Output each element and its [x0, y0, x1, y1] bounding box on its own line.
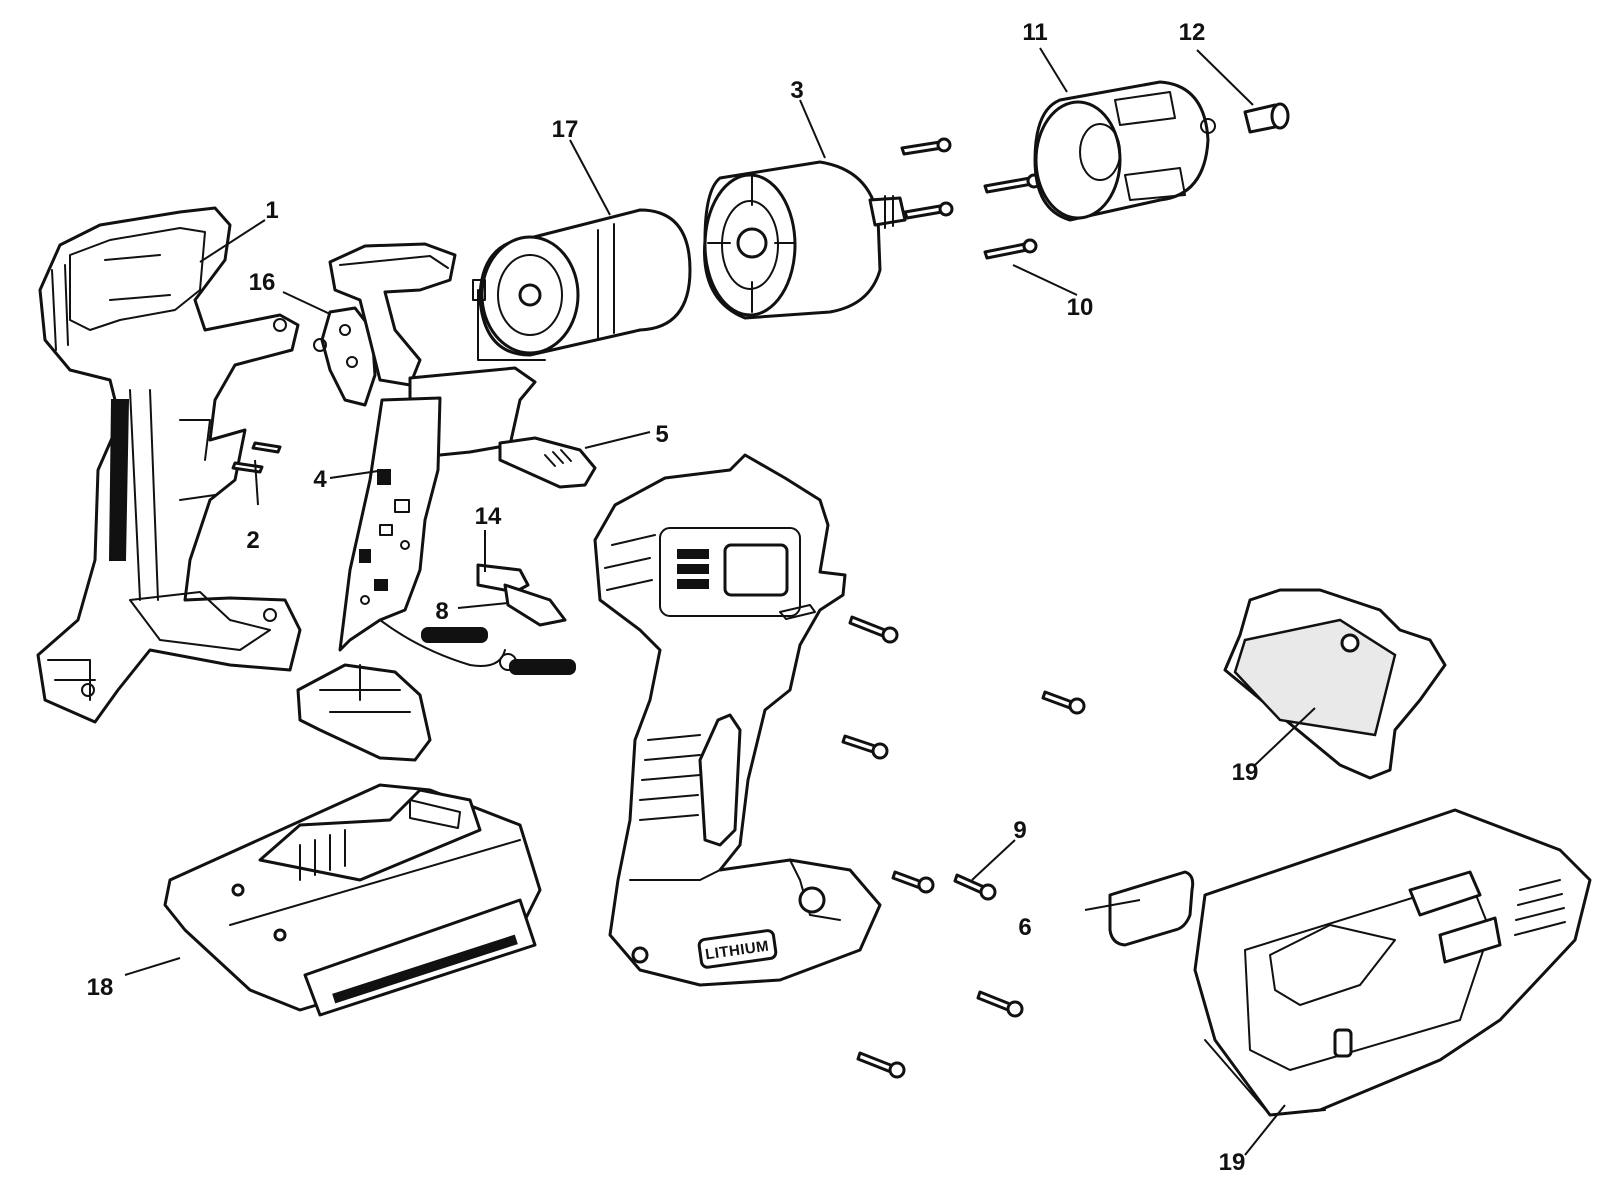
callout-6: 6: [1018, 914, 1031, 941]
part-12-chuck-screw: [1243, 102, 1290, 134]
part-19-charger-cradle: [1223, 588, 1447, 780]
part-2-pins: [231, 441, 282, 474]
callout-4: 4: [313, 466, 327, 493]
battery-terminal-block: [296, 663, 432, 762]
part-5-direction-switch: [498, 436, 597, 489]
callout-numbers: 1 2 3 4 5 6 8 9 10 11 12 14 16 17 18 19 …: [87, 19, 1259, 1176]
part-4-circuit-board: [338, 396, 506, 667]
callout-10: 10: [1067, 294, 1094, 321]
callout-17: 17: [552, 116, 579, 143]
part-8-led-holder: [503, 583, 567, 627]
part-6-label: [1108, 870, 1195, 947]
callout-19-cradle: 19: [1232, 759, 1259, 786]
callout-2: 2: [246, 527, 259, 554]
part-19-charger-base: [1193, 808, 1592, 1117]
part-16-bracket: [313, 306, 377, 407]
right-housing-half: LITHIUM: [593, 453, 882, 987]
callout-8: 8: [435, 598, 448, 625]
part-1-housing-half: [36, 206, 302, 724]
part-9-housing-screws: [841, 615, 1086, 1079]
part-10-screws: [900, 137, 1042, 260]
callout-14: 14: [475, 503, 502, 530]
part-17-motor: [472, 208, 692, 361]
part-3-gearbox: [703, 160, 907, 320]
leader-lines: [124, 47, 1316, 1156]
callout-5: 5: [655, 421, 668, 448]
callout-19-base: 19: [1219, 1149, 1246, 1176]
callout-11: 11: [1022, 19, 1047, 46]
callout-9: 9: [1013, 817, 1026, 844]
callout-3: 3: [790, 77, 803, 104]
callout-16: 16: [249, 269, 276, 296]
part-11-chuck: [1033, 80, 1216, 222]
callout-18: 18: [87, 974, 114, 1001]
callout-12: 12: [1179, 19, 1206, 46]
part-14-led-light: [476, 563, 530, 594]
springs: [421, 627, 576, 675]
callout-1: 1: [265, 197, 278, 224]
part-18-battery: [163, 783, 542, 1017]
